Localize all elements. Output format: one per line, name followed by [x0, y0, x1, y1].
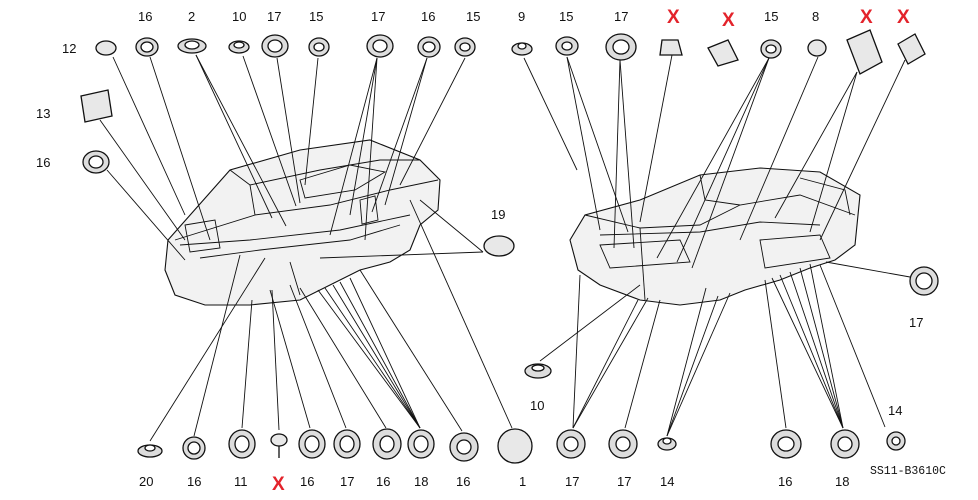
- callout-16-bottom-d: 16: [456, 474, 470, 489]
- callout-16-bottom-e: 16: [778, 474, 792, 489]
- callout-8: 8: [812, 9, 819, 24]
- callout-1: 1: [519, 474, 526, 489]
- callout-10-top: 10: [232, 9, 246, 24]
- clip-obsolete-a: [659, 39, 683, 56]
- callout-16-left: 16: [36, 155, 50, 170]
- callout-14-bottom: 14: [660, 474, 674, 489]
- grommet-10-center: [524, 363, 552, 379]
- grommet-17-top-a: [261, 34, 289, 58]
- plug-19: [483, 235, 515, 257]
- callout-18-bottom-a: 18: [414, 474, 428, 489]
- pad-13: [80, 89, 113, 123]
- grommet-18-bottom-a: [407, 429, 435, 459]
- callout-17-bottom-c: 17: [617, 474, 631, 489]
- callout-20: 20: [139, 474, 153, 489]
- callout-15-top-a: 15: [309, 9, 323, 24]
- callout-16-bottom-a: 16: [187, 474, 201, 489]
- callout-9: 9: [518, 9, 525, 24]
- grommet-17-top-c: [605, 33, 637, 61]
- grommet-17-bottom-b: [556, 429, 586, 459]
- callout-14-right: 14: [888, 403, 902, 418]
- grommet-16-left: [82, 150, 110, 174]
- callout-17-bottom-a: 17: [340, 474, 354, 489]
- grommet-16-top-b: [417, 36, 441, 58]
- plate-obsolete-b: [897, 33, 926, 65]
- callout-12: 12: [62, 41, 76, 56]
- grommet-14-right: [886, 431, 906, 451]
- leader-lines: [99, 54, 911, 442]
- plug-8: [807, 39, 827, 57]
- callout-15-top-b: 15: [466, 9, 480, 24]
- grommet-17-bottom-a: [333, 429, 361, 459]
- clip-obsolete-c: [270, 433, 288, 458]
- obsolete-mark-d: X: [897, 7, 910, 28]
- obsolete-mark-b: X: [722, 10, 735, 31]
- callout-17-top-a: 17: [267, 9, 281, 24]
- left-car-body: [164, 139, 441, 306]
- grommet-18-bottom-b: [830, 429, 860, 459]
- grommet-16-top: [135, 37, 159, 57]
- clip-obsolete-b: [707, 39, 739, 67]
- grommet-17-right: [909, 266, 939, 296]
- diagram-code: SS11-B3610C: [870, 465, 946, 478]
- obsolete-mark-c: X: [860, 7, 873, 28]
- grommet-15-top-a: [308, 37, 330, 57]
- callout-16-bottom-c: 16: [376, 474, 390, 489]
- grommet-16-bottom-c: [372, 428, 402, 460]
- callout-2: 2: [188, 9, 195, 24]
- grommet-15-top-c: [555, 36, 579, 56]
- callout-17-top-c: 17: [614, 9, 628, 24]
- callout-17-right: 17: [909, 315, 923, 330]
- callout-16-top-b: 16: [421, 9, 435, 24]
- callout-11: 11: [234, 474, 248, 489]
- grommet-12: [95, 40, 117, 56]
- callout-10-center: 10: [530, 398, 544, 413]
- grommet-16-bottom-e: [770, 429, 802, 459]
- obsolete-mark-a: X: [667, 7, 680, 28]
- callout-17-bottom-b: 17: [565, 474, 579, 489]
- callout-16-bottom-b: 16: [300, 474, 314, 489]
- callout-15-top-d: 15: [764, 9, 778, 24]
- callout-16-top: 16: [138, 9, 152, 24]
- grommet-16-bottom-d: [449, 432, 479, 462]
- plug-1: [497, 428, 533, 464]
- grommet-17-bottom-c: [608, 429, 638, 459]
- right-car-body: [569, 167, 861, 306]
- grommet-15-top-d: [760, 39, 782, 59]
- callout-18-bottom-b: 18: [835, 474, 849, 489]
- grommet-16-bottom-b: [298, 429, 326, 459]
- grommet-20: [137, 444, 163, 458]
- callout-15-top-c: 15: [559, 9, 573, 24]
- grommet-16-bottom-a: [182, 436, 206, 460]
- callout-19: 19: [491, 207, 505, 222]
- grommet-9: [511, 42, 533, 56]
- grommet-11: [228, 429, 256, 459]
- grommet-2: [177, 38, 207, 54]
- grommet-17-top-b: [366, 34, 394, 58]
- grommet-10-top: [228, 40, 250, 54]
- callout-13: 13: [36, 106, 50, 121]
- plate-obsolete-a: [846, 29, 883, 75]
- grommet-15-top-b: [454, 37, 476, 57]
- callout-17-top-b: 17: [371, 9, 385, 24]
- grommet-14-bottom: [657, 437, 677, 451]
- obsolete-mark-e: X: [272, 474, 285, 495]
